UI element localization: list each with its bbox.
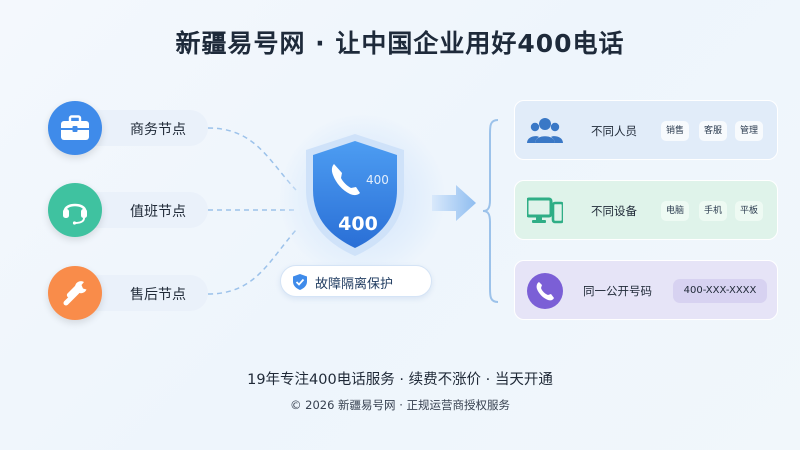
page-title: 新疆易号网 · 让中国企业用好400电话 <box>175 29 625 58</box>
tag-management: 管理 <box>735 121 764 141</box>
fault-isolation-label: 故障隔离保护 <box>315 277 394 292</box>
node-duty: 值班节点 <box>48 183 208 237</box>
tag-computer: 电脑 <box>661 201 690 221</box>
shield-number: 400 <box>338 213 378 235</box>
node-business-label: 商务节点 <box>130 122 186 138</box>
devices-icon <box>527 197 563 224</box>
node-business: 商务节点 <box>48 101 208 155</box>
shield-check-icon <box>293 274 307 290</box>
phone-number-tag: 400-XXX-XXXX <box>673 279 767 303</box>
card-same-number: 同一公开号码 400-XXX-XXXX <box>514 260 778 320</box>
node-duty-label: 值班节点 <box>130 204 186 220</box>
card-different-devices: 不同设备 电脑 手机 平板 <box>514 180 778 240</box>
phone-shield-icon: 400 <box>306 134 404 256</box>
fault-isolation-badge: 故障隔离保护 <box>280 265 432 297</box>
card-number-label: 同一公开号码 <box>583 284 652 298</box>
briefcase-icon <box>48 101 102 155</box>
card-devices-label: 不同设备 <box>591 204 637 218</box>
headset-icon <box>48 183 102 237</box>
card-staff-label: 不同人员 <box>591 124 637 138</box>
tag-phone: 手机 <box>699 201 728 221</box>
tag-service: 客服 <box>699 121 728 141</box>
node-aftersales-label: 售后节点 <box>130 287 186 303</box>
tag-sales: 销售 <box>661 121 690 141</box>
footer-copyright: © 2026 新疆易号网 · 正规运营商授权服务 <box>289 398 511 412</box>
tag-tablet: 平板 <box>735 201 764 221</box>
node-aftersales: 售后节点 <box>48 266 208 320</box>
users-icon <box>527 118 563 143</box>
card-different-staff: 不同人员 销售 客服 管理 <box>514 100 778 160</box>
brace <box>482 119 499 303</box>
wrench-icon <box>48 266 102 320</box>
shield-small-text: 400 <box>366 173 389 187</box>
footer-tagline: 19年专注400电话服务 · 续费不涨价 · 当天开通 <box>247 372 553 388</box>
arrow-right-icon <box>432 185 476 221</box>
phone-icon <box>527 273 563 309</box>
